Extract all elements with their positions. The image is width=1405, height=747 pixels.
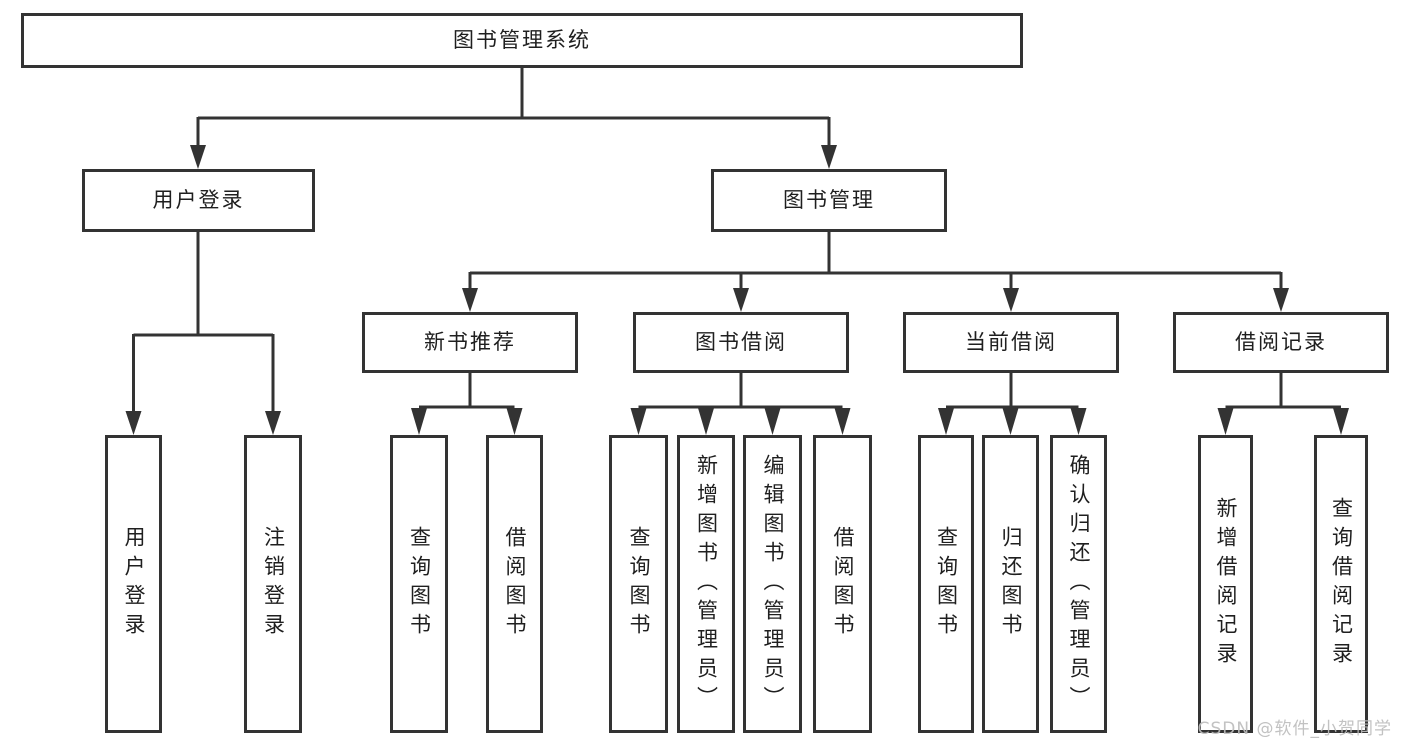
leaf-borrowing-query-books: 查询图书 [609,435,668,733]
leaf-logout: 注销登录 [244,435,302,733]
node-book-borrowing: 图书借阅 [633,312,849,373]
leaf-query-borrow-record: 查询借阅记录 [1314,435,1368,733]
leaf-borrowing-borrow-books: 借阅图书 [813,435,872,733]
node-book-management: 图书管理 [711,169,947,232]
connector-level3-stems [419,373,1341,409]
node-root-system: 图书管理系统 [21,13,1023,68]
node-new-book-recommend: 新书推荐 [362,312,578,373]
leaf-confirm-return-admin: 确认归还（管理员） [1050,435,1107,733]
connector-book-mgmt-to-level3 [462,232,1289,312]
leaf-add-borrow-record: 新增借阅记录 [1198,435,1253,733]
csdn-watermark: CSDN @软件_小贺同学 [1197,719,1392,739]
connector-root-to-level2 [190,68,837,169]
node-current-borrowing: 当前借阅 [903,312,1119,373]
leaf-add-books-admin: 新增图书（管理员） [677,435,735,733]
leaf-user-login: 用户登录 [105,435,162,733]
node-borrowing-records: 借阅记录 [1173,312,1389,373]
connector-leaf-arrows [411,408,1349,435]
connector-user-login-group [125,232,281,435]
leaf-return-books: 归还图书 [982,435,1039,733]
leaf-edit-books-admin: 编辑图书（管理员） [743,435,802,733]
leaf-recommend-borrow-books: 借阅图书 [486,435,543,733]
leaf-current-query-books: 查询图书 [918,435,974,733]
leaf-recommend-query-books: 查询图书 [390,435,448,733]
node-user-login: 用户登录 [82,169,315,232]
